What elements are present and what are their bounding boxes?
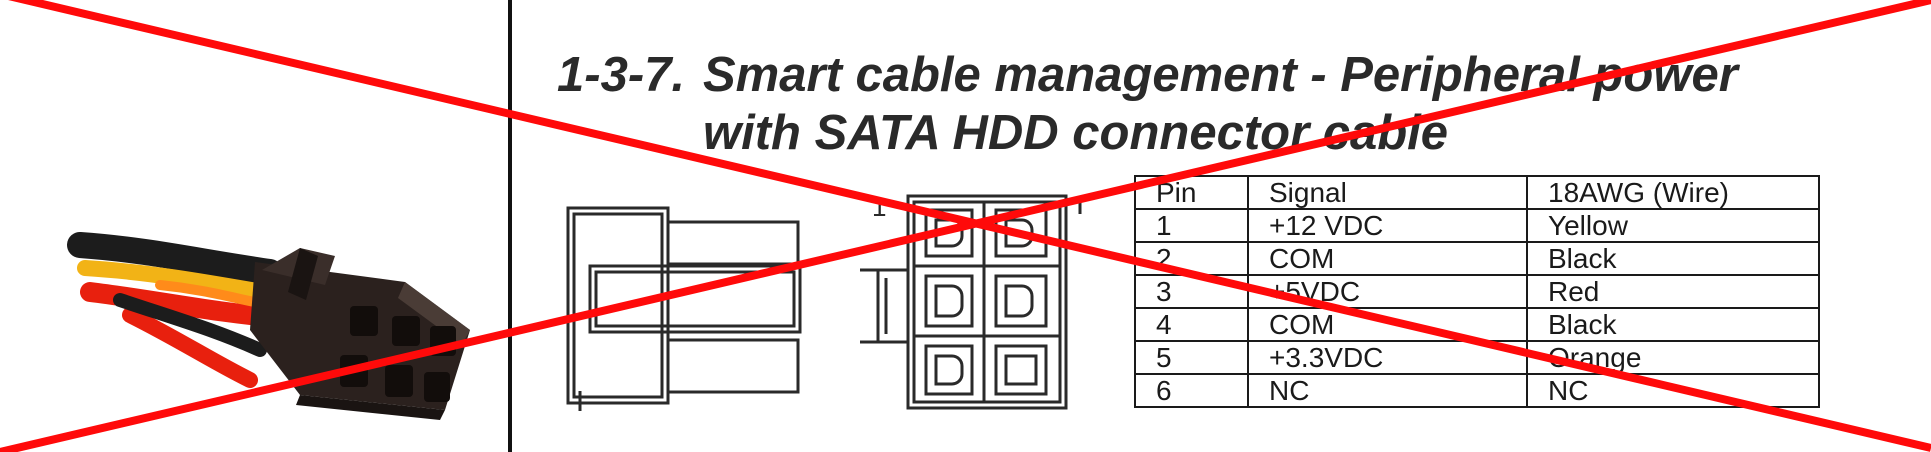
pin-assignment-table: Pin Signal 18AWG (Wire) 1 +12 VDC Yellow… bbox=[1134, 175, 1820, 408]
pin-cell: 1 bbox=[1134, 208, 1249, 243]
signal-cell: +3.3VDC bbox=[1247, 340, 1528, 375]
pin-cell: 3 bbox=[1134, 274, 1249, 309]
table-row: 3 +5VDC Red bbox=[1134, 274, 1820, 309]
section-number: 1-3-7. bbox=[557, 48, 686, 102]
header-wire: 18AWG (Wire) bbox=[1526, 175, 1820, 210]
wire-cell: Orange bbox=[1526, 340, 1820, 375]
table-row: 5 +3.3VDC Orange bbox=[1134, 340, 1820, 375]
signal-cell: +5VDC bbox=[1247, 274, 1528, 309]
wire-cell: NC bbox=[1526, 373, 1820, 408]
wire-cell: Red bbox=[1526, 274, 1820, 309]
signal-cell: COM bbox=[1247, 307, 1528, 342]
table-row: 2 COM Black bbox=[1134, 241, 1820, 276]
table-header-row: Pin Signal 18AWG (Wire) bbox=[1134, 175, 1820, 210]
section-heading: 1-3-7. Smart cable management - Periphera… bbox=[557, 46, 1738, 162]
signal-cell: +12 VDC bbox=[1247, 208, 1528, 243]
column-divider bbox=[508, 0, 512, 452]
table-row: 6 NC NC bbox=[1134, 373, 1820, 408]
wire-cell: Black bbox=[1526, 241, 1820, 276]
header-pin: Pin bbox=[1134, 175, 1249, 210]
pin-cell: 4 bbox=[1134, 307, 1249, 342]
signal-cell: NC bbox=[1247, 373, 1528, 408]
pin1-marker: 1 bbox=[872, 192, 886, 222]
signal-cell: COM bbox=[1247, 241, 1528, 276]
pin-cell: 6 bbox=[1134, 373, 1249, 408]
section-title-line2: with SATA HDD connector cable bbox=[703, 106, 1449, 160]
connector-diagram: 1 bbox=[566, 192, 1082, 411]
table-row: 1 +12 VDC Yellow bbox=[1134, 208, 1820, 243]
header-signal: Signal bbox=[1247, 175, 1528, 210]
connector-photo bbox=[67, 232, 470, 420]
table-row: 4 COM Black bbox=[1134, 307, 1820, 342]
pin-cell: 5 bbox=[1134, 340, 1249, 375]
wire-cell: Black bbox=[1526, 307, 1820, 342]
wire-cell: Yellow bbox=[1526, 208, 1820, 243]
pin-cell: 2 bbox=[1134, 241, 1249, 276]
section-title-line1: Smart cable management - Peripheral powe… bbox=[703, 48, 1738, 102]
